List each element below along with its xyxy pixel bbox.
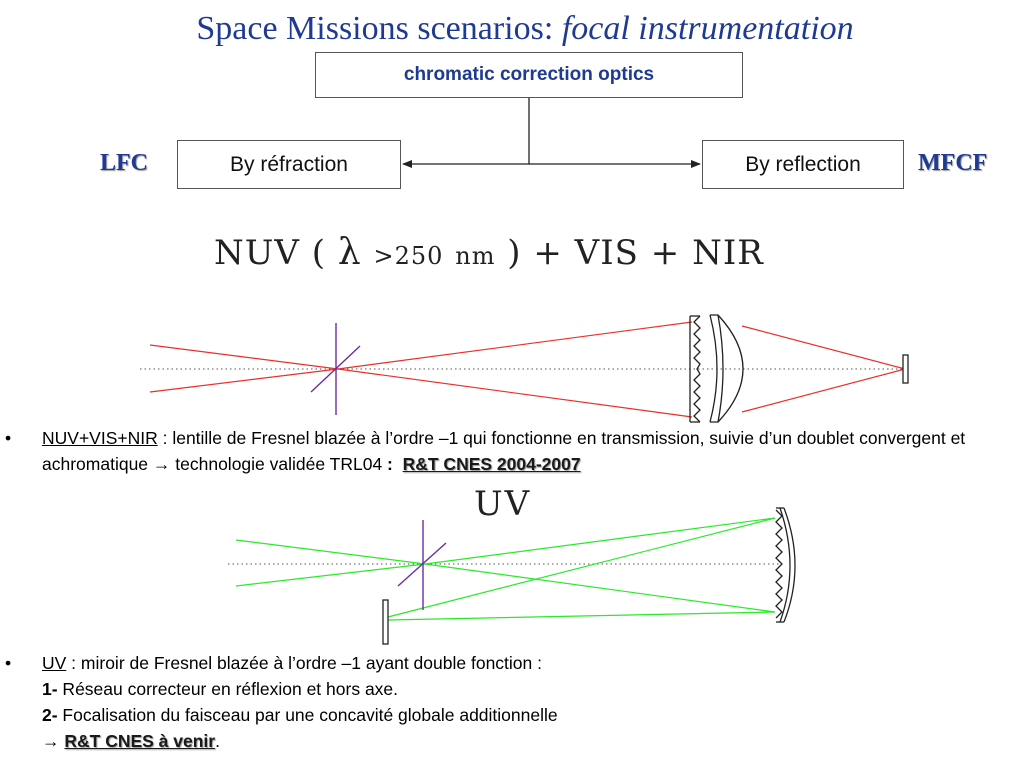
nuv-term: NUV+VIS+NIR [42,428,158,448]
rt-cnes-ref-2: R&T CNES à venir [64,731,216,751]
arrow-right-icon [691,160,701,168]
grating-icon [397,520,447,610]
page-title-italic: focal instrumentation [561,10,854,47]
doublet-lens-icon [709,314,744,423]
uv-rays [235,517,776,621]
fresnel-lens-icon [689,315,701,423]
rt-cnes-ref-1: R&T CNES 2004-2007 [402,454,581,474]
nuv-rays [149,321,906,418]
uv-label: UV [474,484,532,524]
grating-icon [310,323,361,415]
page-title: Space Missions scenarios: focal instrume… [196,10,854,47]
detector-icon [382,599,389,645]
chromatic-correction-box: chromatic correction optics [315,52,743,98]
uv-term: UV [42,653,67,673]
arrow-right-icon: → [42,731,60,751]
arrow-left-icon [402,160,412,168]
detector-icon [902,354,909,384]
refraction-box: By réfraction [177,140,401,189]
bullet-uv: •UV : miroir de Fresnel blazée à l’ordre… [5,653,558,751]
fresnel-mirror-icon [775,507,796,623]
lfc-label: LFC [100,150,148,176]
nuv-formula: NUV ( λ >250 nm ) + VIS + NIR [214,232,764,273]
bullet-nuv: •NUV+VIS+NIR : lentille de Fresnel blazé… [5,428,966,474]
arrow-right-icon: → [152,454,171,474]
mfcf-label: MFCF [918,150,988,176]
reflection-box: By reflection [702,140,904,189]
